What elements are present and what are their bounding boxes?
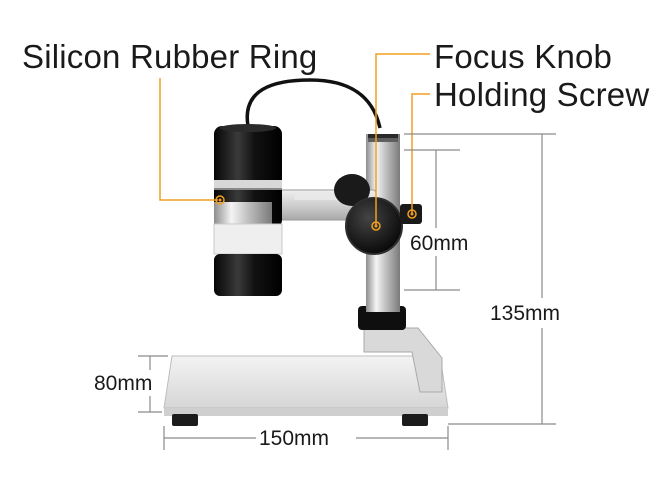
rear-knob — [334, 174, 370, 206]
focus-knob[interactable] — [345, 197, 403, 255]
silicon-ring-leader — [159, 78, 218, 201]
label-holding-screw: Holding Screw — [434, 76, 650, 113]
label-dim-60mm: 60mm — [410, 232, 469, 255]
dimension-lines — [138, 133, 556, 450]
label-dim-135mm: 135mm — [490, 302, 561, 325]
callout-markers — [215, 195, 417, 231]
camera-body — [213, 124, 283, 296]
callout-lines — [159, 53, 430, 226]
focus-knob-leader — [375, 53, 430, 226]
base-plate — [163, 355, 449, 426]
holding-screw-marker — [407, 209, 417, 219]
focus-knob-marker — [371, 221, 381, 231]
label-silicon-rubber-ring: Silicon Rubber Ring — [22, 38, 318, 75]
label-dim-80mm: 80mm — [94, 372, 153, 395]
label-dim-150mm: 150mm — [259, 427, 330, 450]
holding-screw-leader — [411, 93, 430, 214]
usb-cable — [245, 78, 382, 129]
label-focus-knob: Focus Knob — [434, 38, 613, 75]
silicon-ring-marker — [215, 195, 225, 205]
